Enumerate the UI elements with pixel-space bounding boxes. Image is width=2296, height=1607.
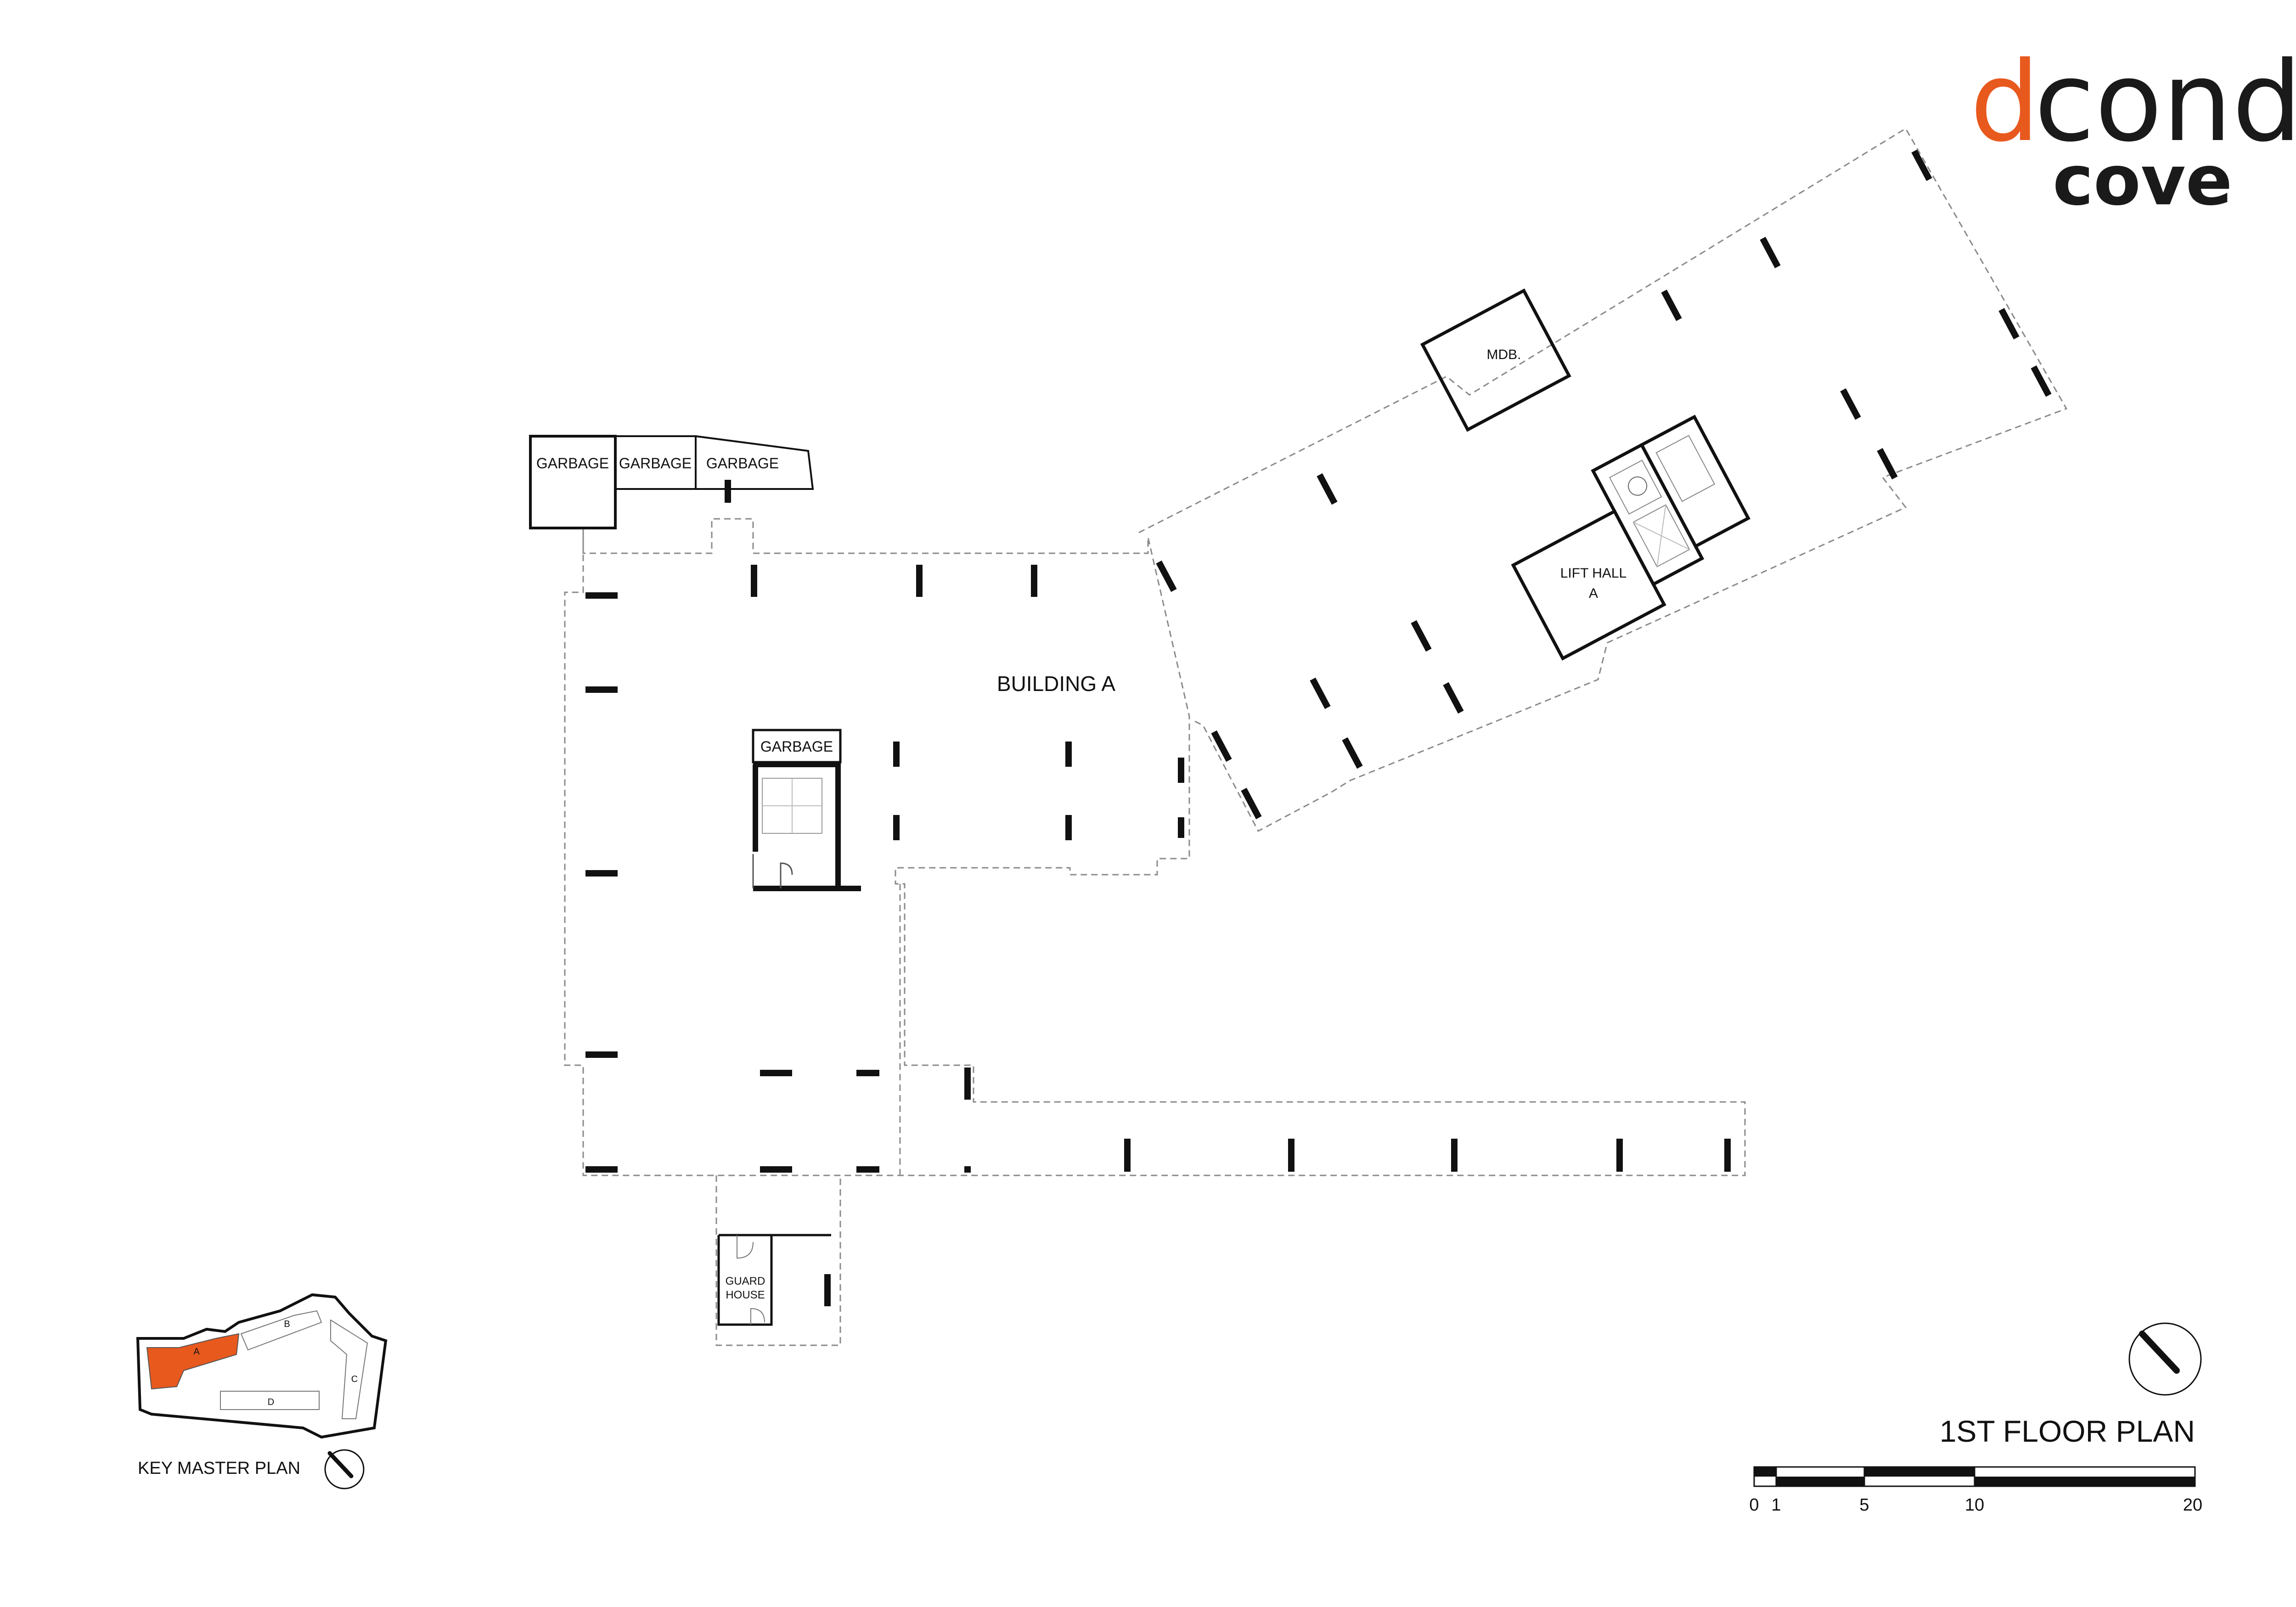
column [1288,1139,1294,1172]
key-label-d: D [268,1397,274,1407]
column [1661,289,1682,321]
column [1616,1139,1623,1172]
guard-house [717,1234,831,1326]
column [585,686,618,693]
scale-label: 20 [2183,1495,2202,1515]
key-label-c: C [351,1374,358,1384]
column [1178,817,1184,838]
lift-hall-group [1511,415,1750,661]
structural-columns [585,149,2052,1306]
column [1724,1139,1731,1172]
logo-letter-d: d [1970,38,2040,166]
column [1065,815,1072,840]
room-label-guard: GUARD [726,1275,765,1287]
scale-label: 10 [1965,1495,1984,1515]
stair-core [752,729,861,891]
column [1156,560,1177,592]
column [1211,730,1232,762]
room-label-guard-house: HOUSE [726,1289,765,1301]
guard-stub-outline [715,1175,841,1346]
column [1451,1139,1458,1172]
building-label: BUILDING A [997,672,1116,696]
column [1031,565,1037,597]
column [1760,236,1781,269]
floor-plan-title: 1ST FLOOR PLAN [1940,1414,2195,1448]
column [1178,758,1184,783]
column [1342,737,1363,769]
key-plan-north-arrow-icon [324,1449,365,1489]
logo-letters-condo: condo [2034,38,2296,166]
column [751,565,757,597]
column [1310,677,1331,709]
column [1411,620,1432,652]
column [1317,473,1338,505]
room-label-garbage-3: GARBAGE [706,455,779,472]
room-label-lift-hall-letter: A [1589,586,1598,601]
logo-subtitle: cove [2053,141,2232,221]
column [760,1070,792,1076]
column [585,1166,618,1173]
wing-outline [1138,127,2068,832]
column [1998,308,2020,340]
column [1124,1139,1131,1172]
mdb-room [1420,288,1571,432]
column [1840,388,1861,420]
scale-label: 1 [1771,1495,1781,1515]
key-label-a: A [193,1347,200,1357]
room-label-garbage-1: GARBAGE [536,455,609,472]
column [856,1070,879,1076]
column [760,1166,792,1173]
column [964,1166,971,1173]
column [725,480,731,503]
column [1877,448,1898,480]
scale-bar [1753,1466,2196,1487]
room-label-lift-hall: LIFT HALL [1560,566,1627,581]
column [893,742,900,767]
column [1241,787,1262,820]
column [1065,742,1072,767]
building-outline [564,127,2068,1346]
key-building-a-highlight [146,1333,240,1390]
key-label-b: B [284,1319,290,1329]
column [916,565,923,597]
dcondo-logo: d condo cove [1970,38,2296,221]
room-label-garbage-2: GARBAGE [619,455,692,472]
room-label-garbage-core: GARBAGE [760,738,833,755]
column [2031,365,2052,397]
column [856,1166,879,1173]
scale-label: 0 [1749,1495,1759,1515]
north-arrow-icon [2128,1322,2202,1396]
column [964,1068,971,1100]
room-label-mdb: MDB. [1487,347,1521,362]
column [585,592,618,599]
column [824,1274,831,1306]
scale-label: 5 [1859,1495,1869,1515]
column [585,1051,618,1058]
column [1443,682,1464,714]
column [1911,149,1932,181]
column [893,815,900,840]
column [585,870,618,877]
key-plan-title: KEY MASTER PLAN [138,1459,300,1478]
main-floor-outline [564,518,1746,1176]
garbage-rooms-group [529,435,814,529]
key-master-plan [136,1293,388,1439]
